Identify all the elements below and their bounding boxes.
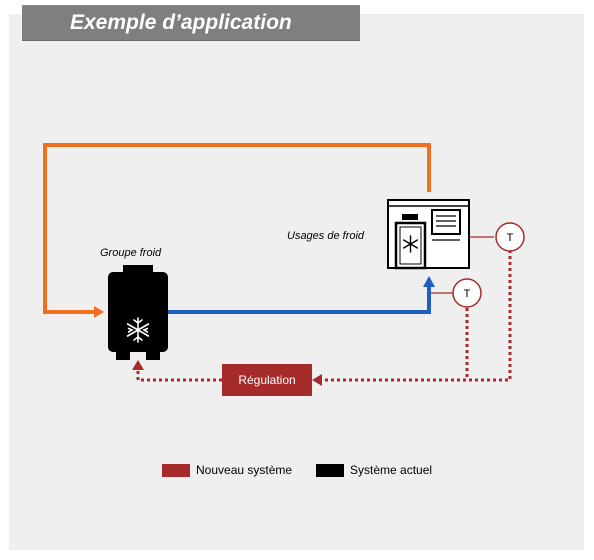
control-line-to-chiller (136, 368, 222, 382)
sensor-2-label: T (464, 288, 471, 300)
title-bar: Exemple d’application (22, 5, 360, 41)
page-title: Exemple d’application (70, 11, 292, 34)
chiller-unit-icon (108, 265, 168, 360)
control-arrow-to-chiller (132, 360, 144, 370)
legend-label-nouveau: Nouveau système (196, 463, 293, 477)
regulation-label: Régulation (238, 373, 296, 387)
legend-swatch-actuel (316, 463, 344, 477)
control-arrow-to-regulation (312, 374, 322, 386)
usages-de-froid-label: Usages de froid (287, 230, 365, 242)
diagram-panel (9, 14, 584, 550)
temperature-sensor-1 (495, 222, 525, 252)
cold-pipe (168, 286, 431, 314)
sensor-1-label: T (507, 232, 514, 244)
groupe-froid-label: Groupe froid (100, 247, 162, 259)
control-line-sensor-1 (321, 250, 512, 382)
regulation-box: Régulation (222, 364, 312, 396)
legend-swatch-nouveau (162, 463, 190, 477)
cold-room-icon (387, 199, 470, 270)
hot-pipe (43, 143, 431, 314)
cold-pipe-arrow (423, 276, 435, 287)
legend-item-systeme-actuel: Système actuel (316, 462, 432, 478)
temperature-sensor-2 (452, 278, 482, 308)
legend-label-actuel: Système actuel (350, 463, 433, 477)
snowflake-icon (126, 317, 150, 343)
hot-pipe-arrow (94, 306, 104, 318)
legend-item-nouveau-systeme: Nouveau système (162, 462, 292, 478)
cold-room-snowflake-icon (402, 235, 419, 253)
